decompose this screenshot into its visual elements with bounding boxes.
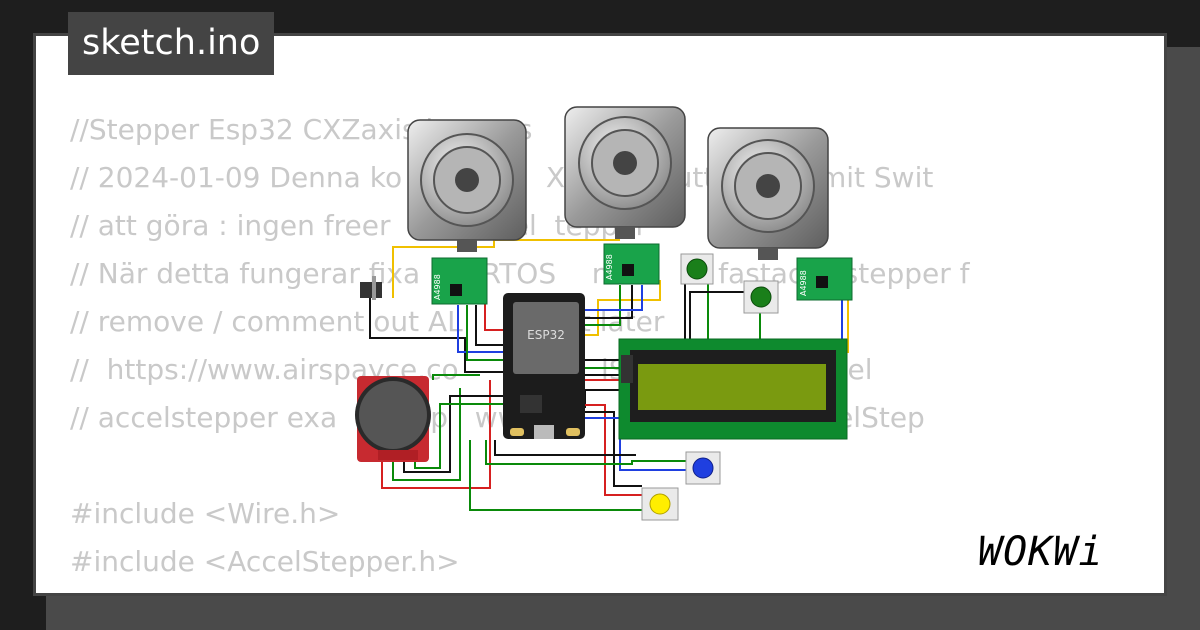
esp32-label: ESP32: [527, 328, 565, 342]
code-line: #include <Wire.h>: [70, 497, 341, 530]
stepper-driver[interactable]: A4988: [796, 257, 853, 301]
stepper-motor[interactable]: [564, 106, 686, 239]
stepper-driver[interactable]: A4988: [431, 257, 488, 305]
stepper-motor[interactable]: [707, 127, 829, 260]
stepper-motor[interactable]: [407, 119, 527, 252]
file-name-tab: sketch.ino: [68, 12, 275, 75]
slide-switch[interactable]: [360, 276, 382, 300]
driver-label: A4988: [605, 254, 614, 280]
esp32-board[interactable]: ESP32: [503, 293, 585, 439]
stepper-driver[interactable]: A4988: [603, 243, 660, 285]
wokwi-logo: WOKWi: [978, 529, 1104, 575]
push-button-green[interactable]: [680, 253, 714, 285]
code-line: #include <AccelStepper.h>: [70, 545, 460, 578]
joystick[interactable]: [355, 376, 431, 462]
lcd-display: [618, 338, 848, 440]
driver-label: A4988: [799, 270, 808, 296]
push-button-yellow[interactable]: [641, 487, 679, 521]
push-button-green[interactable]: [743, 280, 779, 314]
driver-label: A4988: [433, 274, 442, 300]
push-button-blue[interactable]: [685, 451, 721, 485]
